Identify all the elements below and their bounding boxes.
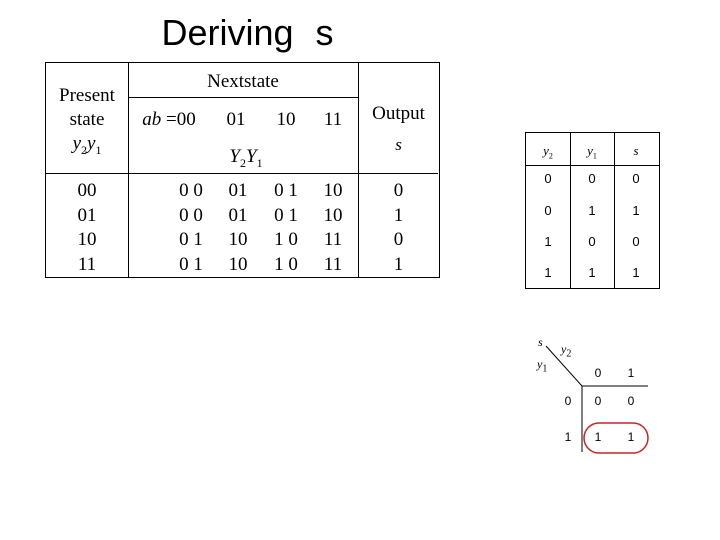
next-cell: 11 xyxy=(323,253,343,275)
present-row: 01 xyxy=(77,204,97,226)
truth-cell: 0 xyxy=(544,203,552,218)
truth-cell: 0 xyxy=(632,171,640,186)
truth-cell: 1 xyxy=(588,203,596,218)
divider-output xyxy=(358,63,359,277)
next-cell: 11 xyxy=(323,229,343,250)
truth-header-y1: y1 xyxy=(587,143,597,161)
next-col-00: 0 0 0 0 0 1 0 1 xyxy=(166,179,216,277)
output-cell: 0 xyxy=(393,229,404,250)
truth-cell: 0 xyxy=(588,234,596,249)
kmap-cell: 0 xyxy=(627,394,635,408)
kmap-row-var: y1 xyxy=(537,357,548,375)
output-cell: 1 xyxy=(393,253,404,275)
truth-cell: 1 xyxy=(632,203,640,218)
kmap-group-circle xyxy=(583,422,649,454)
truth-divider xyxy=(614,133,615,288)
truth-cell: 1 xyxy=(544,234,552,249)
present-vars: y2y1 xyxy=(46,132,128,162)
divider-body xyxy=(46,173,438,174)
next-cell: 0 1 xyxy=(179,229,203,250)
next-vars: Y2Y1 xyxy=(216,145,276,175)
kmap-cell: 1 xyxy=(594,430,602,444)
truth-header-s: s xyxy=(633,143,639,158)
present-header-line1: Present xyxy=(59,85,115,106)
next-cell: 10 xyxy=(228,253,248,275)
next-cell: 10 xyxy=(323,180,343,201)
kmap-cell: 1 xyxy=(627,430,635,444)
truth-header-y2: y2 xyxy=(543,143,553,161)
next-var-Y1: Y1 xyxy=(246,146,263,170)
next-cell: 0 1 xyxy=(274,180,298,201)
kmap-cell: 0 xyxy=(594,394,602,408)
next-cell: 0 1 xyxy=(274,204,298,226)
next-col-11: 10 10 11 11 xyxy=(308,179,358,277)
next-cell: 10 xyxy=(228,229,248,250)
next-col-10: 0 1 0 1 1 0 1 0 xyxy=(261,179,311,277)
input-var-ab: ab xyxy=(142,109,162,130)
nextstate-header: Nextstate xyxy=(207,71,279,92)
kmap-col-var: y2 xyxy=(561,342,572,360)
kmap-row-label: 0 xyxy=(564,394,572,408)
next-col-01: 01 01 10 10 xyxy=(213,179,263,277)
divider-present xyxy=(128,63,129,277)
kmap-diagonal xyxy=(545,345,583,387)
next-cell: 0 1 xyxy=(179,253,203,275)
present-row: 00 xyxy=(77,180,97,201)
truth-cell: 1 xyxy=(588,265,596,280)
next-cell: 0 0 xyxy=(179,204,203,226)
next-cell: 01 xyxy=(228,180,248,201)
present-var-y1: y1 xyxy=(87,133,102,157)
kmap-output-label: s xyxy=(538,335,543,349)
truth-cell: 0 xyxy=(544,171,552,186)
truth-cell: 1 xyxy=(632,265,640,280)
kmap-col-label: 0 xyxy=(594,366,602,380)
truth-divider xyxy=(570,133,571,288)
output-cell: 1 xyxy=(393,204,404,226)
next-cell: 1 0 xyxy=(274,229,298,250)
truth-cell: 1 xyxy=(544,265,552,280)
truth-cell: 0 xyxy=(588,171,596,186)
next-cell: 0 0 xyxy=(179,180,203,201)
truth-header-divider xyxy=(526,165,659,166)
present-var-y2: y2 xyxy=(72,133,87,157)
next-cell: 01 xyxy=(228,204,248,226)
present-header-line2: state xyxy=(69,109,105,130)
truth-cell: 0 xyxy=(632,234,640,249)
next-var-Y2: Y2 xyxy=(229,146,246,170)
state-table: Present state y2y1 Nextstate ab =00 01 1… xyxy=(45,62,440,278)
present-row: 10 xyxy=(77,229,97,250)
input-col-01: 01 xyxy=(226,109,246,130)
page-title: Deriving s xyxy=(161,12,334,53)
kmap-row-label: 1 xyxy=(564,430,572,444)
output-var: s xyxy=(395,135,402,154)
divider-nextstate xyxy=(128,97,358,98)
kmap-col-label: 1 xyxy=(627,366,635,380)
input-col-11: 11 xyxy=(323,109,343,130)
next-cell: 1 0 xyxy=(274,253,298,275)
present-rows: 00 01 10 11 xyxy=(46,179,128,277)
output-header: Output xyxy=(372,103,425,124)
input-label: ab =00 xyxy=(142,109,196,130)
next-cell: 10 xyxy=(323,204,343,226)
present-row: 11 xyxy=(77,253,97,275)
input-col-10: 10 xyxy=(276,109,296,130)
output-cell: 0 xyxy=(393,180,404,201)
truth-table: y2 y1 s 0 0 0 0 1 1 1 0 0 1 1 1 xyxy=(525,132,660,289)
output-rows: 0 1 0 1 xyxy=(358,179,439,277)
